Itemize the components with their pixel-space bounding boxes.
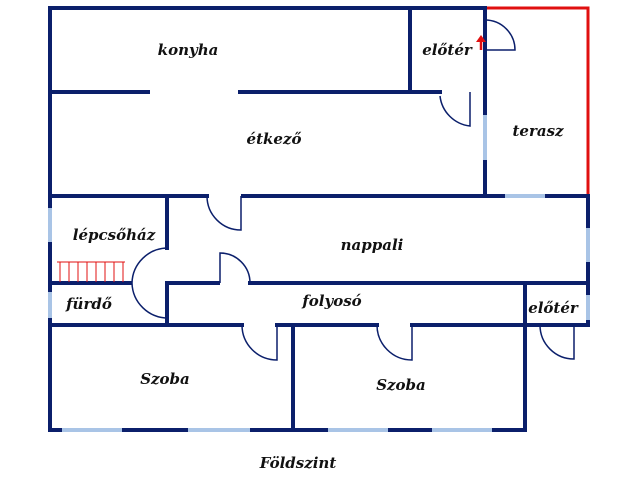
room-label-staircase: lépcsőház	[73, 226, 156, 244]
room-label-room-right: Szoba	[376, 376, 426, 394]
room-label-corridor: folyosó	[301, 292, 361, 310]
floor-caption: Földszint	[259, 454, 337, 472]
terrace-outline	[483, 6, 590, 198]
room-label-anteroom-right: előtér	[528, 299, 579, 317]
door-swings	[131, 19, 575, 361]
room-label-anteroom-top: előtér	[422, 41, 473, 59]
room-label-living: nappali	[341, 236, 404, 254]
room-label-bathroom: fürdő	[65, 295, 112, 313]
windows	[48, 115, 590, 432]
interior-walls	[48, 6, 590, 432]
up-arrow-icon	[476, 35, 486, 50]
room-label-terrace: terasz	[512, 122, 564, 140]
staircase-steps	[57, 261, 125, 282]
room-label-dining: étkező	[247, 130, 302, 148]
room-label-kitchen: konyha	[158, 41, 219, 59]
outer-walls	[48, 6, 590, 432]
room-label-room-left: Szoba	[140, 370, 190, 388]
